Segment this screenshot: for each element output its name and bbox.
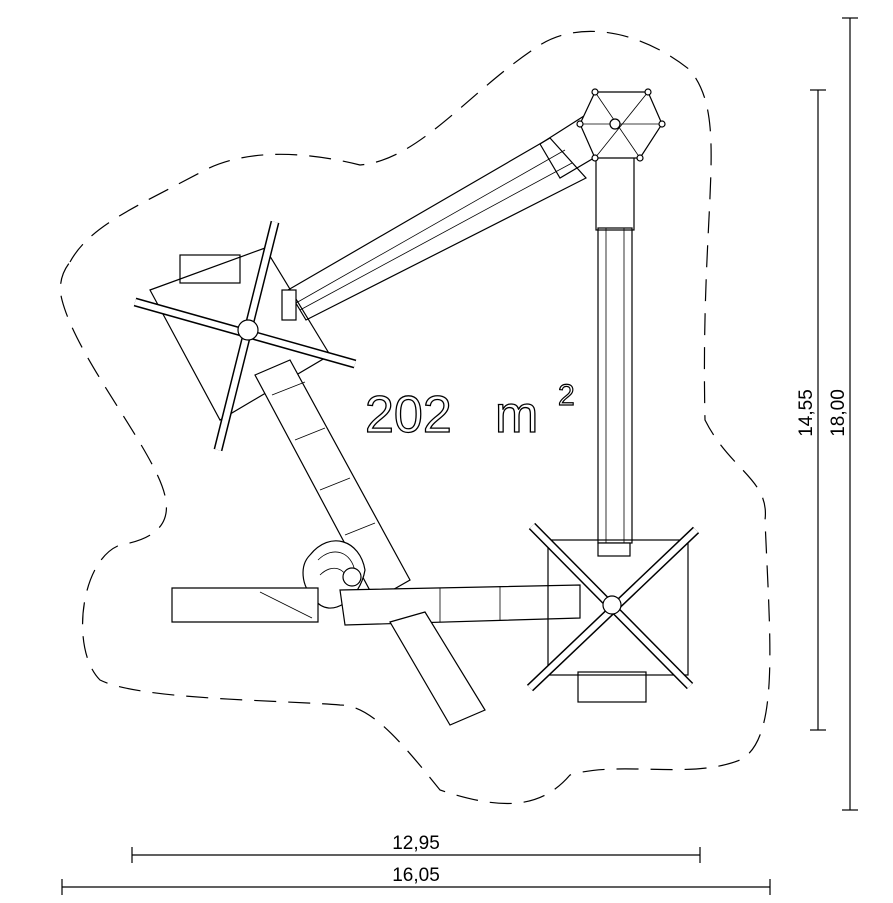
bridge-vertical [595,149,635,544]
tube-slide [254,359,581,626]
dimension-height-outer [842,17,858,811]
bridge-diagonal [287,115,605,321]
dimension-width-inner [131,847,701,863]
height-inner-label: 14,55 [796,389,817,437]
width-inner-label: 12,95 [392,833,440,854]
area-exponent: 2 [558,379,575,412]
left-tower [133,220,357,452]
safety-zone-boundary [59,30,771,805]
dimension-width-outer [61,879,771,895]
dimension-height-inner [810,89,826,731]
hexagon-roof [576,88,666,162]
height-outer-label: 18,00 [828,389,849,437]
right-tower [526,522,700,703]
width-outer-label: 16,05 [392,865,440,886]
area-value: 202 [365,386,452,444]
area-unit: m [495,386,538,444]
straight-slides [171,587,486,726]
